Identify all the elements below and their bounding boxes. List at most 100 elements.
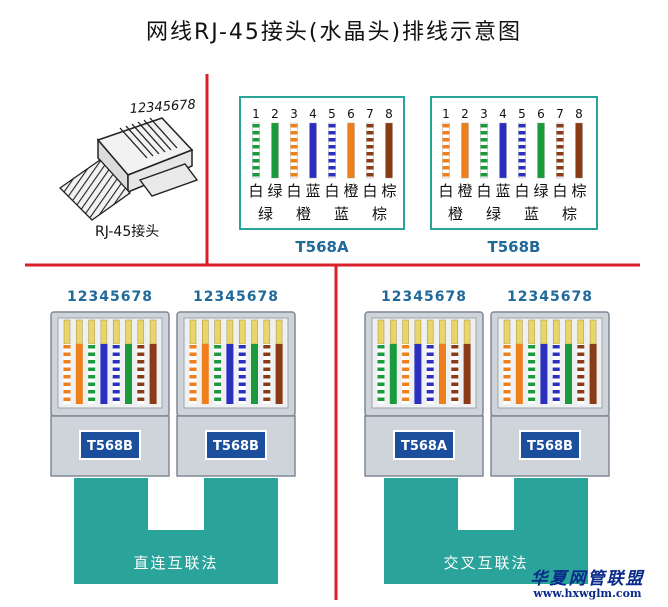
connector-pin xyxy=(589,319,597,345)
connector-window xyxy=(183,317,289,409)
standard-wire-5 xyxy=(518,122,526,179)
stripe-dash xyxy=(328,159,336,163)
stripe-dash xyxy=(366,152,374,156)
stripe-dash xyxy=(214,345,222,349)
connector-pin xyxy=(88,319,95,345)
connector-label: T568B xyxy=(527,439,573,454)
stripe-dash xyxy=(366,145,374,149)
connector-pin xyxy=(402,319,409,345)
standard-name: T568B xyxy=(488,238,541,256)
connector-wire-5 xyxy=(238,344,246,404)
stripe-dash xyxy=(238,352,246,356)
wire-color-char: 白 xyxy=(362,182,377,200)
connector-wire-3 xyxy=(214,344,222,404)
stripe-dash xyxy=(442,131,450,135)
stripe-dash xyxy=(556,145,564,149)
connector-pin-numbers: 12345678 xyxy=(381,289,467,305)
stripe-dash xyxy=(263,352,271,356)
stripe-dash xyxy=(377,397,385,401)
stripe-dash xyxy=(263,367,271,371)
wire-color-char: 白 xyxy=(552,182,567,200)
stripe-dash xyxy=(451,390,459,394)
plug-latch xyxy=(138,163,199,197)
stripe-dash xyxy=(426,352,434,356)
stripe-dash xyxy=(556,159,564,163)
stripe-dash xyxy=(377,345,385,349)
standard-pin-number: 7 xyxy=(366,107,374,121)
stripe-dash xyxy=(189,375,197,379)
stripe-dash xyxy=(528,375,536,379)
stripe-dash xyxy=(112,397,120,401)
stripe-dash xyxy=(252,124,260,128)
stripe-dash xyxy=(63,382,71,386)
connector-pin xyxy=(426,319,434,345)
connector-pin xyxy=(112,319,120,345)
wire-color-char: 蓝 xyxy=(334,205,349,223)
stripe-dash xyxy=(189,360,197,364)
stripe-dash xyxy=(366,124,374,128)
stripe-dash xyxy=(263,382,271,386)
stripe-dash xyxy=(88,367,96,371)
stripe-dash xyxy=(552,345,560,349)
connector-pin xyxy=(226,319,234,345)
stripe-dash xyxy=(263,345,271,349)
stripe-dash xyxy=(366,159,374,163)
connector-pin xyxy=(463,319,471,345)
stripe-dash xyxy=(189,390,197,394)
stripe-dash xyxy=(238,390,246,394)
stripe-dash xyxy=(189,397,197,401)
stripe-dash xyxy=(328,145,336,149)
standard-wire-3 xyxy=(290,122,298,179)
standard-wire-5 xyxy=(328,122,336,179)
stripe-dash xyxy=(252,131,260,135)
stripe-dash xyxy=(88,397,96,401)
wire-color-char: 绿 xyxy=(533,182,548,200)
stripe-dash xyxy=(252,173,260,177)
stripe-dash xyxy=(402,360,410,364)
standard-pin-number: 8 xyxy=(575,107,583,121)
stripe-dash xyxy=(577,397,585,401)
connector-wire-4 xyxy=(414,344,422,404)
stripe-dash xyxy=(556,166,564,170)
plug-contacts xyxy=(119,117,178,159)
standard-box-frame xyxy=(430,96,598,230)
standard-pin-number: 4 xyxy=(499,107,507,121)
stripe-dash xyxy=(503,345,511,349)
wire-color-char: 白 xyxy=(438,182,453,200)
stripe-dash xyxy=(503,352,511,356)
stripe-dash xyxy=(577,382,585,386)
connector-pin xyxy=(189,319,197,345)
stripe-dash xyxy=(112,367,120,371)
connector-pin-numbers: 12345678 xyxy=(507,289,593,305)
stripe-dash xyxy=(480,173,488,177)
stripe-dash xyxy=(366,138,374,142)
connector-wire-2 xyxy=(201,344,209,404)
stripe-dash xyxy=(377,352,385,356)
stripe-dash xyxy=(577,390,585,394)
stripe-dash xyxy=(503,390,511,394)
connector-pin xyxy=(238,319,246,345)
cable-jacket xyxy=(58,159,131,221)
stripe-dash xyxy=(480,124,488,128)
stripe-dash xyxy=(577,352,585,356)
connector-label: T568A xyxy=(401,439,447,454)
connector-wire-6 xyxy=(125,344,132,404)
connector-pin xyxy=(263,319,271,345)
standard-wire-2 xyxy=(461,122,469,179)
stripe-dash xyxy=(518,145,526,149)
stripe-dash xyxy=(556,124,564,128)
stripe-dash xyxy=(290,173,298,177)
stripe-dash xyxy=(63,375,71,379)
stripe-dash xyxy=(328,166,336,170)
stripe-dash xyxy=(252,145,260,149)
stripe-dash xyxy=(88,375,96,379)
stripe-dash xyxy=(263,397,271,401)
connector-wire-8 xyxy=(463,344,471,404)
stripe-dash xyxy=(503,367,511,371)
stripe-dash xyxy=(451,382,459,386)
stripe-dash xyxy=(328,173,336,177)
wire-color-char: 白 xyxy=(514,182,529,200)
